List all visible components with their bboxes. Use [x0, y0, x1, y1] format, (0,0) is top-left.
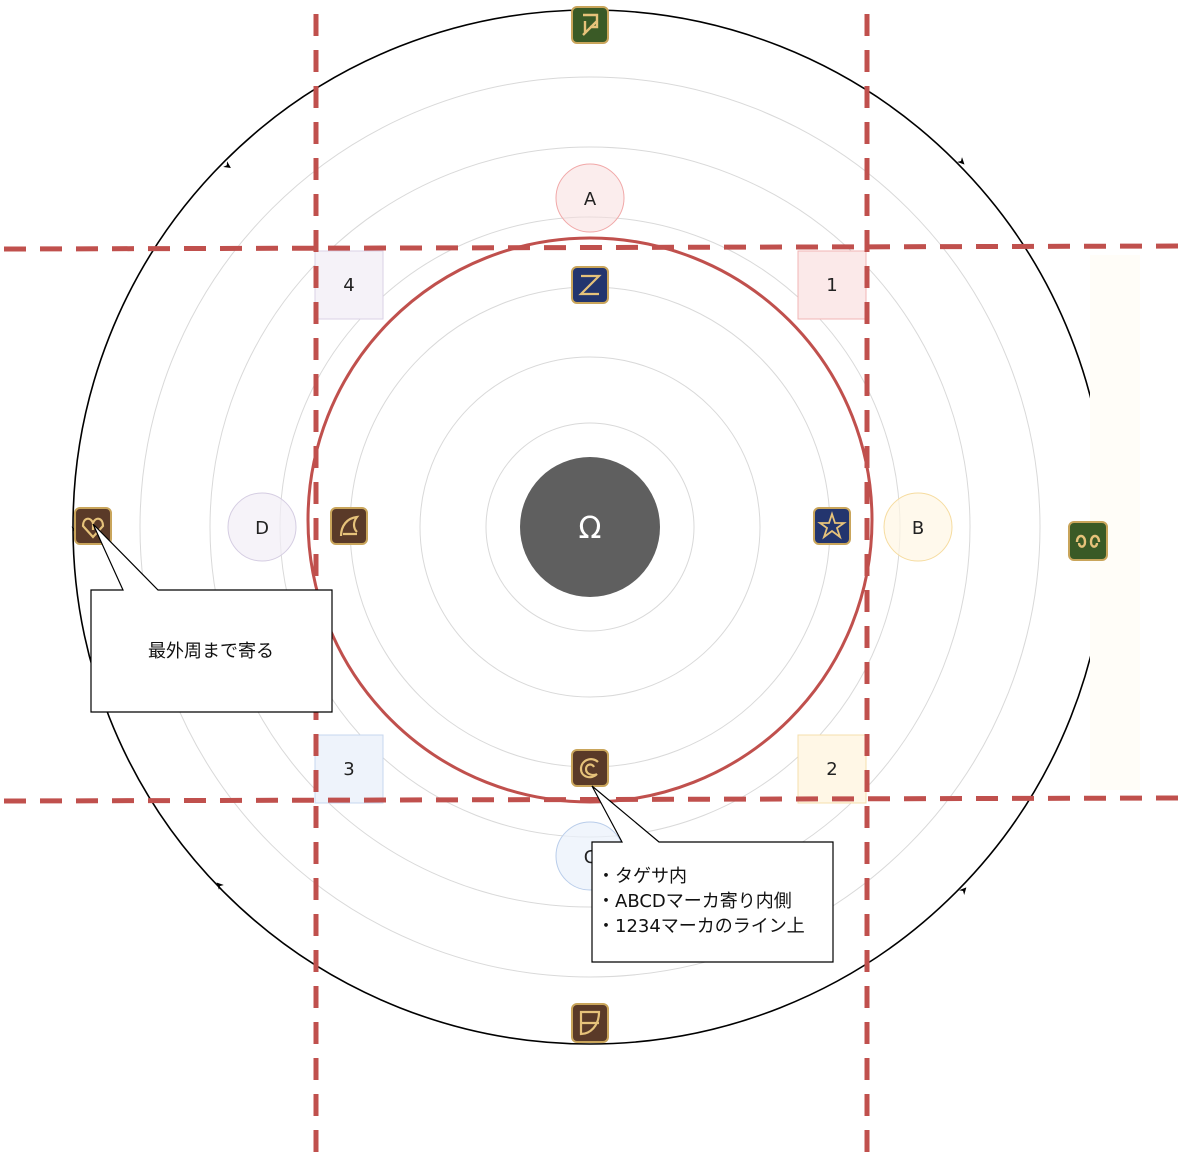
waymark-b: B: [883, 492, 953, 562]
waymark-3: 3: [314, 734, 384, 804]
grid-ring: [485, 422, 695, 632]
waymark-circle: [227, 492, 297, 562]
brown-job-icon: [571, 749, 609, 787]
blue-job-icon: [571, 266, 609, 304]
waymark-label: 3: [343, 759, 354, 780]
job-icons: [74, 6, 1108, 1043]
icon-glyph: [578, 274, 602, 296]
icon-glyph: [579, 758, 599, 779]
waymark-label: D: [255, 518, 269, 539]
boss-symbol: Ω: [579, 511, 602, 546]
callout-line: ・1234マーカのライン上: [597, 916, 805, 937]
callout-box: [90, 523, 333, 713]
arrow-down-left: [216, 882, 224, 890]
icon-glyph: [339, 515, 360, 537]
callout-inner: ・タゲサ内 ・ABCDマーカ寄り内側 ・1234マーカのライン上: [591, 785, 834, 963]
callout-box: [591, 785, 834, 963]
callout-outer: 最外周まで寄る: [90, 523, 333, 713]
waymark-4: 4: [314, 250, 384, 320]
waymark-square: [314, 250, 384, 320]
icon-frame: [330, 507, 368, 545]
boss-circle: [520, 457, 660, 597]
waymark-square: [314, 734, 384, 804]
waymark-1: 1: [797, 250, 867, 320]
waymark-label: 2: [826, 759, 837, 780]
waymark-square: [797, 250, 867, 320]
waymark-label: 4: [343, 275, 354, 296]
dashed-line-horizontal-top: [3, 243, 1191, 252]
waymark-a: A: [555, 163, 625, 233]
grid-ring: [209, 146, 971, 908]
waymark-label: A: [584, 189, 597, 210]
icon-frame: [571, 749, 609, 787]
icon-glyph: [579, 1010, 601, 1036]
waymark-label: 1: [826, 275, 837, 296]
waymark-circle: [555, 163, 625, 233]
waymark-2: 2: [797, 734, 867, 804]
icon-glyph: [1075, 534, 1101, 548]
arrow-down-right: [959, 887, 967, 895]
dashed-line-horizontal-bottom: [3, 795, 1181, 804]
blue-job-icon: [813, 507, 851, 545]
dashed-lines: [3, 14, 1191, 1160]
callout-text: 最外周まで寄る: [148, 641, 274, 662]
callout-line: ・ABCDマーカ寄り内側: [597, 891, 792, 912]
brown-job-icon: [330, 507, 368, 545]
icon-frame: [1068, 521, 1108, 561]
brown-job-icon: [571, 1003, 609, 1043]
green-job-icon: [571, 6, 609, 44]
green-job-icon: [1068, 521, 1108, 561]
callout-line: ・タゲサ内: [597, 866, 687, 887]
icon-frame: [571, 6, 609, 44]
icon-glyph: [817, 511, 847, 540]
arrow-up-right: [957, 157, 965, 165]
icon-glyph: [582, 13, 599, 36]
waymark-d: D: [227, 492, 297, 562]
grid-ring: [419, 356, 761, 698]
grid-ring: [139, 76, 1041, 978]
boss: Ω: [520, 457, 660, 597]
waymark-square: [797, 734, 867, 804]
waymark-circle: [883, 492, 953, 562]
waymark-label: B: [912, 518, 924, 539]
icon-frame: [813, 507, 851, 545]
